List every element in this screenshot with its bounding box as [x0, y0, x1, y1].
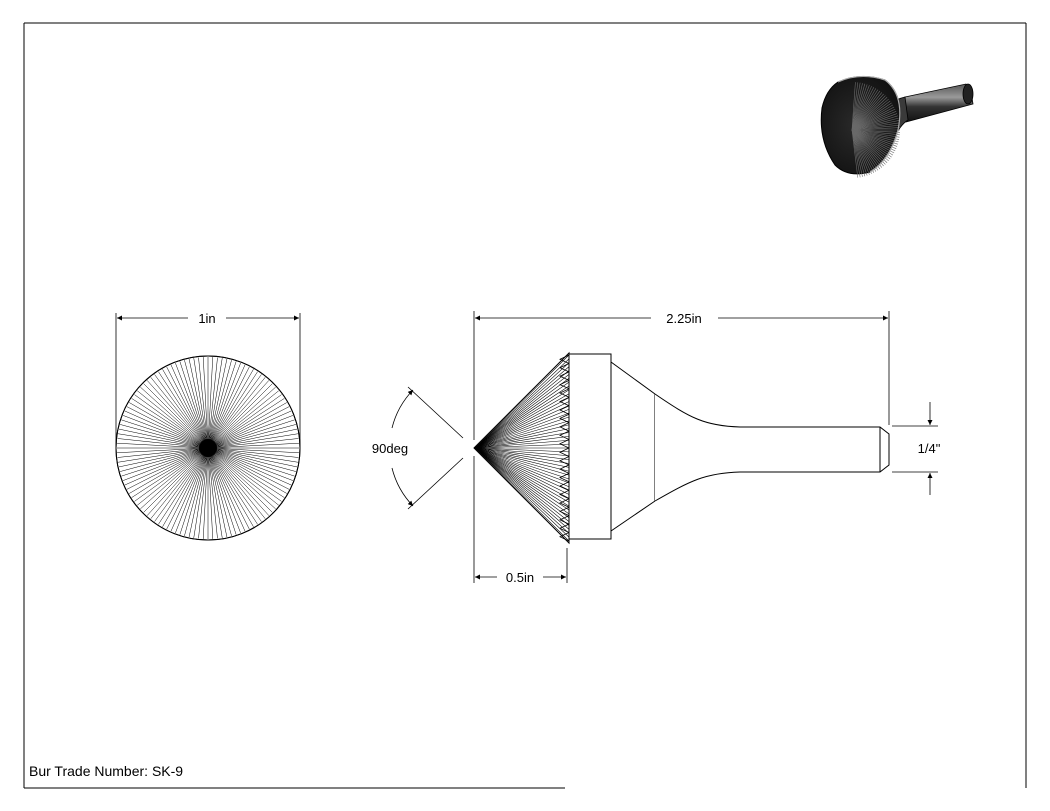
angle-dimension: 90deg — [372, 386, 464, 510]
head-length-dimension: 0.5in — [473, 456, 568, 585]
shank-diameter-dimension: 1/4" — [892, 402, 941, 495]
angle-label: 90deg — [372, 441, 408, 456]
overall-length-label: 2.25in — [666, 311, 701, 326]
side-view — [473, 351, 890, 545]
trade-number-label: Bur Trade Number: SK-9 — [29, 763, 183, 779]
overall-length-dimension: 2.25in — [473, 311, 890, 440]
end-view — [115, 355, 301, 541]
sheet-border — [23, 22, 1027, 789]
head-length-label: 0.5in — [506, 570, 534, 585]
isometric-bur-preview — [820, 75, 974, 178]
diameter-label: 1in — [198, 311, 215, 326]
diameter-dimension: 1in — [115, 311, 301, 448]
shank-diameter-label: 1/4" — [918, 441, 941, 456]
